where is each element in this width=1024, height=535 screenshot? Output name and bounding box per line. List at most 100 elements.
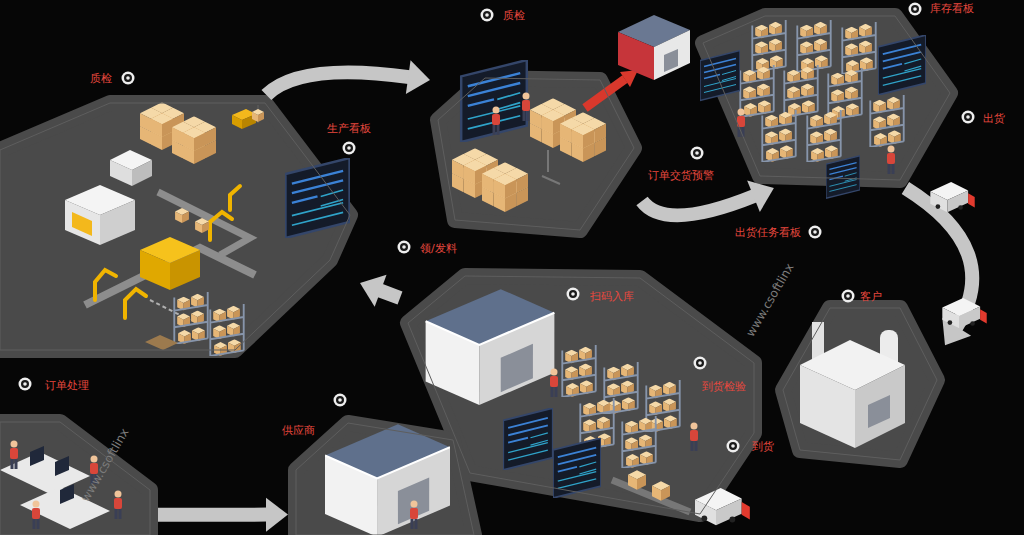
platform-outline (288, 415, 482, 535)
factory-wall (855, 365, 905, 448)
platform-edge (296, 423, 474, 535)
label-anchor: 订单处理 (45, 379, 89, 392)
machine (132, 160, 152, 186)
monitor (55, 456, 69, 476)
pin (398, 241, 411, 254)
rack (752, 20, 785, 72)
rack (828, 68, 861, 120)
flow-line (266, 72, 409, 95)
pin (19, 378, 32, 391)
platform-label: 出货 (983, 112, 1005, 125)
qc-scene (452, 60, 606, 212)
label-anchor: 出货 (983, 112, 1005, 125)
dashboard (286, 158, 350, 238)
watermark-anchor: www.csoftlinx (743, 261, 796, 339)
platform-outline (400, 268, 762, 522)
crate (628, 470, 646, 490)
warehouse (426, 289, 555, 405)
platform-fill (0, 422, 150, 535)
platform: 质检 (430, 70, 642, 238)
customer-scene (800, 322, 905, 448)
rack (784, 65, 817, 117)
platform-outline (430, 70, 642, 238)
pallet (145, 335, 178, 350)
platform-outline (775, 300, 945, 468)
factory-scene (65, 102, 350, 356)
crate (175, 208, 189, 223)
pallet-jack (542, 150, 560, 184)
pin (567, 288, 580, 301)
platform-label: 客户 (860, 290, 882, 303)
pin (962, 111, 975, 124)
label-anchor: 生产看板 (327, 122, 371, 135)
pins (19, 3, 975, 453)
flow-line (158, 508, 267, 522)
dashboard (826, 156, 860, 199)
worker (887, 146, 895, 175)
platform-label: 领/发料 (420, 242, 457, 255)
worker (522, 93, 530, 122)
platform-label: 扫码入库 (590, 290, 634, 303)
crate (252, 109, 264, 122)
conveyor (612, 480, 690, 512)
worker (410, 501, 418, 530)
platform-fill (0, 103, 350, 350)
monitor (30, 446, 44, 466)
platforms (0, 16, 950, 535)
machine (140, 250, 170, 290)
dashboard (878, 35, 926, 95)
pin (694, 357, 707, 370)
platform-edge (703, 16, 950, 180)
rack (740, 65, 773, 117)
pin (691, 147, 704, 160)
pin (842, 290, 855, 303)
platform-edge (408, 276, 754, 514)
crate (652, 481, 670, 501)
platform-fill (783, 308, 937, 460)
pin (727, 440, 740, 453)
platform-edge (783, 308, 937, 460)
truck (695, 488, 750, 525)
rack (870, 95, 903, 147)
crate (195, 218, 209, 233)
platform-label: 出货任务看板 (735, 226, 801, 239)
platform-label: 质检 (503, 9, 525, 22)
rack (807, 110, 840, 162)
worker (690, 423, 698, 452)
platform-edge (0, 422, 150, 535)
dashboard (461, 60, 527, 142)
platform-label: 订单交货预警 (648, 169, 714, 182)
worker (492, 107, 500, 136)
label-anchor: 到货 (752, 440, 774, 453)
worker (10, 441, 18, 470)
rack (797, 20, 830, 72)
robot-arm (95, 270, 116, 300)
platform: 客户 (775, 300, 945, 468)
forklift (232, 105, 264, 129)
flow-line (642, 196, 754, 215)
platform-label: 生产看板 (327, 122, 371, 135)
rack (562, 345, 595, 397)
flow-arrow (158, 498, 288, 532)
store-scene (585, 15, 690, 108)
platform-label: 到货检验 (702, 380, 746, 393)
platform: 质检生产看板 (0, 95, 360, 358)
crate-stack (482, 162, 528, 212)
platform-outline (0, 95, 360, 358)
dashboard (700, 51, 740, 101)
platform-fill (703, 16, 950, 180)
robot-arm (230, 186, 240, 210)
finished-scene (700, 20, 926, 198)
watermark: www.csoftlinx (743, 261, 796, 339)
label-anchor: 订单交货预警 (648, 169, 714, 182)
rack (174, 292, 207, 344)
door (868, 395, 890, 428)
platform: 库存看板订单交货预警出货任务看板出货 (695, 8, 958, 188)
rack (762, 110, 795, 162)
worker (32, 501, 40, 530)
truck (930, 182, 974, 212)
label-anchor: 质检 (503, 9, 525, 22)
flow-line (380, 290, 400, 298)
